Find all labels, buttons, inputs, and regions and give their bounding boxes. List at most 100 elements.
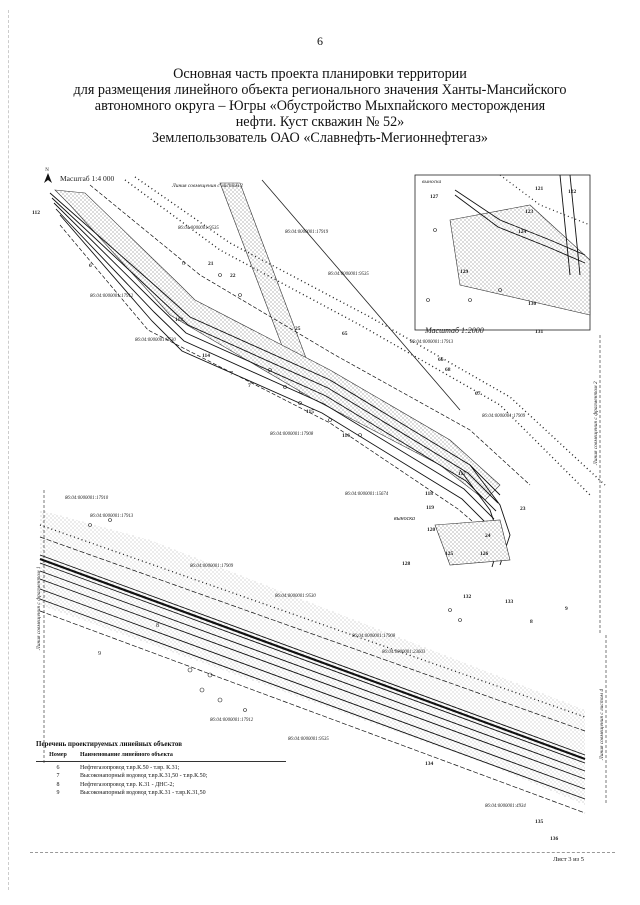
- match-line-top-label: Линия совмещения с листом 2: [171, 183, 243, 189]
- land-user-line: Землепользователь ОАО «Славнефть-Мегионн…: [151, 130, 488, 146]
- cadastral-labels: 86:04:0000001:9535 86:04:0000001:17919 8…: [65, 226, 526, 809]
- dotted-boundary-lower: [39, 524, 586, 718]
- point-label: 136: [550, 836, 559, 842]
- point-label: 115: [306, 409, 314, 415]
- point-label: 123: [525, 209, 534, 215]
- point-label: 135: [535, 819, 544, 825]
- inset-scale-label: Масштаб 1:2000: [424, 326, 484, 335]
- bottom-frame-line: [30, 852, 615, 853]
- vertical-match-lines: [43, 335, 607, 805]
- inset-callout-label: выноска: [422, 179, 441, 185]
- point-label: 114: [202, 353, 210, 359]
- title-line-1: Основная часть проекта планировки террит…: [173, 66, 467, 82]
- point-label: 133: [505, 599, 514, 605]
- legend-header: Номер Наименование линейного объекта: [36, 751, 286, 762]
- point-label: 121: [535, 186, 544, 192]
- table-row: 9 Высоконапорный водовод т.вр.К.31 - т.в…: [56, 790, 206, 797]
- dashed-boundary-upper: [59, 184, 531, 546]
- point-label: 25: [295, 326, 301, 332]
- point-label: 9: [565, 606, 568, 612]
- point-label: 8: [530, 619, 533, 625]
- point-label: 116: [342, 433, 350, 439]
- legend-col-number: Номер: [49, 752, 67, 759]
- cadastral-number: 86:04:0000001:17908: [352, 634, 396, 639]
- cadastral-number: 86:04:0000001:9530: [135, 338, 176, 343]
- cadastral-number: 86:04:0000001:9535: [328, 272, 369, 277]
- cadastral-number: 86:04:0000001:17912: [90, 294, 134, 299]
- page-number: 6: [317, 34, 323, 48]
- cadastral-number: 86:04:0000001:15674: [345, 492, 389, 497]
- point-label: 113: [175, 317, 183, 323]
- page-edge-line: [8, 10, 9, 890]
- main-pipeline-lower: [39, 557, 586, 761]
- pipeline-number-labels: 9 8 7 6: [98, 261, 233, 657]
- cadastral-number: 86:04:0000001:4934: [485, 804, 526, 809]
- pipeline-number: 7: [230, 371, 233, 377]
- point-label: 7: [248, 383, 251, 389]
- cadastral-number: 86:04:0000001:23603: [382, 650, 426, 655]
- point-label: 67: [475, 391, 481, 397]
- title-block: Основная часть проекта планировки террит…: [30, 66, 610, 146]
- cadastral-number: 86:04:0000001:17913: [410, 340, 454, 345]
- pipeline-lines-lower: [39, 554, 586, 800]
- point-label: 6: [89, 263, 92, 269]
- cadastral-number: 86:04:0000001:17913: [90, 514, 134, 519]
- point-label: 118: [425, 491, 433, 497]
- cadastral-number: 86:04:0000001:9535: [178, 226, 219, 231]
- cadastral-number: 86:04:0000001:17919: [285, 230, 329, 235]
- point-label: 134: [425, 761, 434, 767]
- match-line-right-upper-label: Линия совмещения с фрагментом 2: [592, 381, 599, 466]
- point-label: 128: [402, 561, 411, 567]
- junction-zone: [434, 519, 511, 566]
- north-arrow-icon: [44, 173, 52, 183]
- inset-zone: [449, 204, 591, 316]
- inset-pipelines: [454, 174, 586, 276]
- point-label: 127: [430, 194, 439, 200]
- table-row: 8 Нефтегазопровод т.вр. К.31 - ДНС-2;: [56, 781, 175, 788]
- dotted-boundary-upper: [124, 176, 606, 496]
- inset-dotted: [499, 174, 591, 226]
- point-labels: 112 6 113 114 115 116 117 118 119 120 12…: [32, 186, 577, 842]
- legend-title: Перечень проектируемых линейных объектов: [36, 740, 183, 748]
- legend-table: Перечень проектируемых линейных объектов…: [36, 740, 286, 797]
- table-row: 6 Нефтегазопровод т.вр.К.50 - т.вр. К.31…: [56, 764, 180, 771]
- match-line-right-lower-label: Линия совмещения с листом 4: [598, 689, 605, 761]
- point-label: 132: [463, 594, 472, 600]
- point-label: 24: [485, 533, 491, 539]
- legend-col-name: Наименование линейного объекта: [80, 752, 173, 759]
- point-label: 22: [230, 273, 236, 279]
- point-label: 126: [480, 551, 489, 557]
- cadastral-number: 86:04:0000001:17912: [210, 718, 254, 723]
- main-callout-label: выноска: [394, 516, 415, 522]
- dashed-boundary-lower: [39, 536, 586, 814]
- planning-map: N Масштаб 1:4 000 Линия совмещения с лис…: [30, 165, 615, 855]
- survey-points: [88, 228, 502, 712]
- cadastral-number: 86:04:0000001:9530: [275, 594, 316, 599]
- cadastral-number: 86:04:0000001:17909: [190, 564, 234, 569]
- cadastral-number: 86:04:0000001:17909: [482, 414, 526, 419]
- point-label: 23: [520, 506, 526, 512]
- point-label: 119: [426, 505, 434, 511]
- point-label: 125: [445, 551, 454, 557]
- pipeline-number: 6: [182, 261, 185, 267]
- point-label: 120: [427, 527, 436, 533]
- point-label: 21: [208, 261, 214, 267]
- corridor-zone-upper: [54, 189, 501, 501]
- main-scale-label: Масштаб 1:4 000: [60, 174, 114, 183]
- point-label: 66: [438, 357, 444, 363]
- point-label: 131: [535, 329, 544, 335]
- sheet-label: Лист 3 из 5: [552, 856, 584, 863]
- point-label: 130: [528, 301, 537, 307]
- table-row: 7 Высоконапорный водовод т.вр.К.31,50 - …: [56, 773, 208, 780]
- point-label: 124: [518, 229, 527, 235]
- title-line-3: автономного округа – Югры «Обустройство …: [94, 98, 546, 114]
- match-line: [261, 179, 461, 411]
- title-line-4: нефти. Куст скважин № 52»: [235, 114, 405, 130]
- point-label: 112: [32, 210, 40, 216]
- corridor-zone-lower-fill: [40, 510, 585, 805]
- match-line-left-label: Линия совмещения с фрагментом 1: [35, 566, 42, 651]
- title-line-2: для размещения линейного объекта региона…: [73, 82, 567, 98]
- north-label: N: [45, 168, 49, 173]
- point-label: 68: [445, 367, 451, 373]
- cadastral-number: 86:04:0000001:9535: [288, 737, 329, 742]
